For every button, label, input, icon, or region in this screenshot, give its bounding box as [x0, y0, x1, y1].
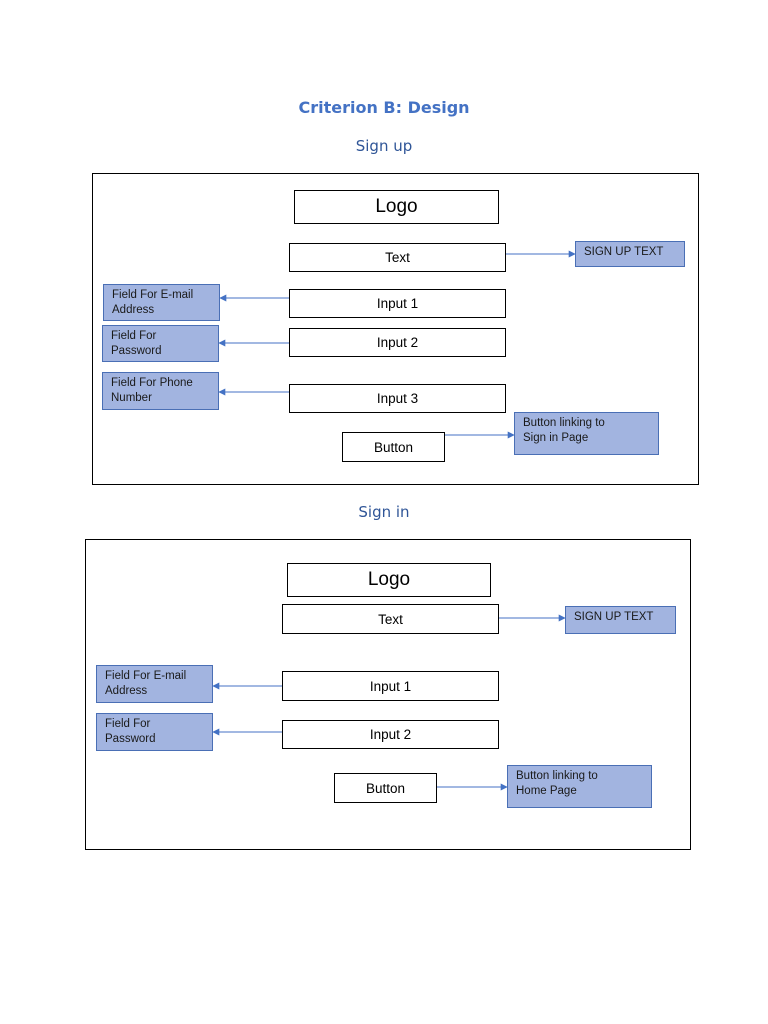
- signup-note-button: Button linking to Sign in Page: [514, 412, 659, 455]
- signup-note-password: Field For Password: [102, 325, 219, 362]
- signup-input-3-box: Input 3: [289, 384, 506, 413]
- signin-note-password: Field For Password: [96, 713, 213, 751]
- signup-note-signup-text: SIGN UP TEXT: [575, 241, 685, 267]
- signin-note-button-line2: Home Page: [516, 785, 577, 797]
- signup-note-phone-line1: Field For Phone: [111, 377, 193, 389]
- signin-logo-box: Logo: [287, 563, 491, 597]
- signup-note-signup-text-label: SIGN UP TEXT: [584, 246, 664, 258]
- signin-button-box: Button: [334, 773, 437, 803]
- signup-section-title: Sign up: [355, 137, 413, 155]
- signup-input-1-box: Input 1: [289, 289, 506, 318]
- signin-note-email-line1: Field For E-mail: [105, 670, 187, 682]
- signup-note-phone: Field For Phone Number: [102, 372, 219, 410]
- signup-input-2-box: Input 2: [289, 328, 506, 357]
- signup-note-email-line2: Address: [112, 304, 155, 316]
- signin-note-email: Field For E-mail Address: [96, 665, 213, 703]
- signin-text-box: Text: [282, 604, 499, 634]
- signup-note-phone-line2: Number: [111, 392, 152, 404]
- signup-logo-box: Logo: [294, 190, 499, 224]
- signin-section-title: Sign in: [358, 503, 410, 521]
- signup-note-button-line1: Button linking to: [523, 417, 605, 429]
- signup-note-email-line1: Field For E-mail: [112, 289, 194, 301]
- signin-note-email-line2: Address: [105, 685, 148, 697]
- signin-input-2-box: Input 2: [282, 720, 499, 749]
- signin-note-button-line1: Button linking to: [516, 770, 598, 782]
- signup-note-email: Field For E-mail Address: [103, 284, 220, 321]
- signin-note-button: Button linking to Home Page: [507, 765, 652, 808]
- page-title: Criterion B: Design: [298, 98, 470, 117]
- signin-note-signup-text-label: SIGN UP TEXT: [574, 611, 654, 623]
- signin-note-password-line1: Field For Password: [105, 718, 156, 745]
- signup-note-button-line2: Sign in Page: [523, 432, 589, 444]
- signin-note-signup-text: SIGN UP TEXT: [565, 606, 676, 634]
- signup-text-box: Text: [289, 243, 506, 272]
- signup-note-password-line1: Field For Password: [111, 330, 162, 357]
- signup-button-box: Button: [342, 432, 445, 462]
- signin-input-1-box: Input 1: [282, 671, 499, 701]
